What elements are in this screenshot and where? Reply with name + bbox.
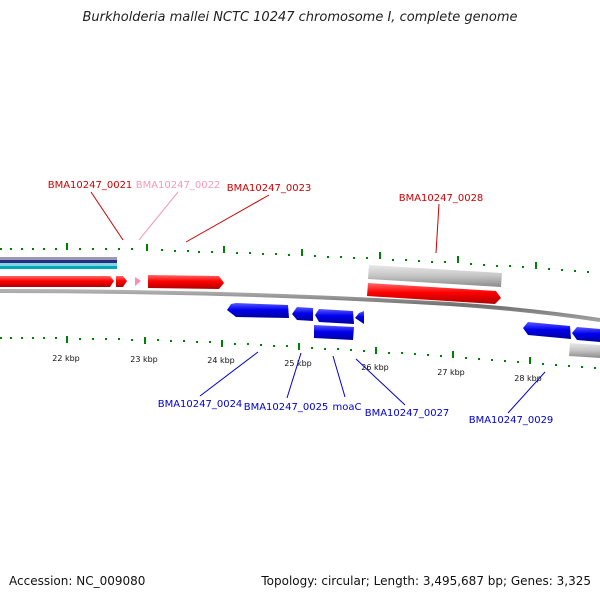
label-bma10247-0024[interactable]: BMA10247_0024 [158, 399, 243, 410]
gene-blue-right[interactable] [572, 327, 600, 342]
left-feature-stripes [0, 257, 117, 269]
label-bma10247-0022[interactable]: BMA10247_0022 [136, 180, 221, 191]
accession-text: Accession: NC_009080 [9, 574, 146, 588]
gene-labels: BMA10247_0021 BMA10247_0022 BMA10247_002… [48, 180, 554, 426]
label-bma10247-0029[interactable]: BMA10247_0029 [469, 415, 554, 426]
gene-bma10247-0022[interactable] [135, 277, 141, 286]
gene-bma10247-0027[interactable] [355, 311, 364, 324]
scale-label-23kbp: 23 kbp [130, 355, 158, 364]
grey-feature-0028 [368, 265, 502, 287]
forward-genes [0, 275, 501, 304]
scale-label-24kbp: 24 kbp [207, 356, 235, 365]
label-leader-lines [90, 191, 546, 414]
scale-labels: 22 kbp 23 kbp 24 kbp 25 kbp 26 kbp 27 kb… [52, 354, 542, 383]
gene-bma10247-0025[interactable] [292, 307, 313, 321]
scale-label-26kbp: 26 kbp [361, 363, 389, 372]
scale-label-27kbp: 27 kbp [437, 368, 465, 377]
genome-summary-text: Topology: circular; Length: 3,495,687 bp… [261, 574, 591, 588]
gene-moac[interactable] [315, 309, 354, 324]
gene-bma10247-0021[interactable] [0, 276, 114, 287]
grey-features [368, 265, 600, 358]
gene-bma10247-0023[interactable] [148, 275, 224, 289]
reverse-genes [227, 303, 600, 342]
scale-label-28kbp: 28 kbp [514, 374, 542, 383]
label-bma10247-0025[interactable]: BMA10247_0025 [244, 402, 329, 413]
grey-feature-right [569, 343, 600, 358]
gene-bma10247-0021b[interactable] [116, 276, 127, 287]
lower-tick-track [0, 336, 596, 369]
scale-label-22kbp: 22 kbp [52, 354, 80, 363]
gene-blue-lower[interactable] [314, 325, 354, 340]
label-bma10247-0023[interactable]: BMA10247_0023 [227, 183, 312, 194]
label-bma10247-0028[interactable]: BMA10247_0028 [399, 193, 484, 204]
map-title: Burkholderia mallei NCTC 10247 chromosom… [82, 10, 518, 25]
label-bma10247-0021[interactable]: BMA10247_0021 [48, 180, 133, 191]
gene-bma10247-0029[interactable] [523, 322, 571, 339]
gene-bma10247-0024[interactable] [227, 303, 289, 318]
label-bma10247-0027[interactable]: BMA10247_0027 [365, 408, 450, 419]
label-moac[interactable]: moaC [333, 402, 362, 413]
upper-tick-track [0, 243, 589, 273]
genome-backbone [0, 289, 600, 322]
gene-bma10247-0028[interactable] [367, 283, 501, 304]
